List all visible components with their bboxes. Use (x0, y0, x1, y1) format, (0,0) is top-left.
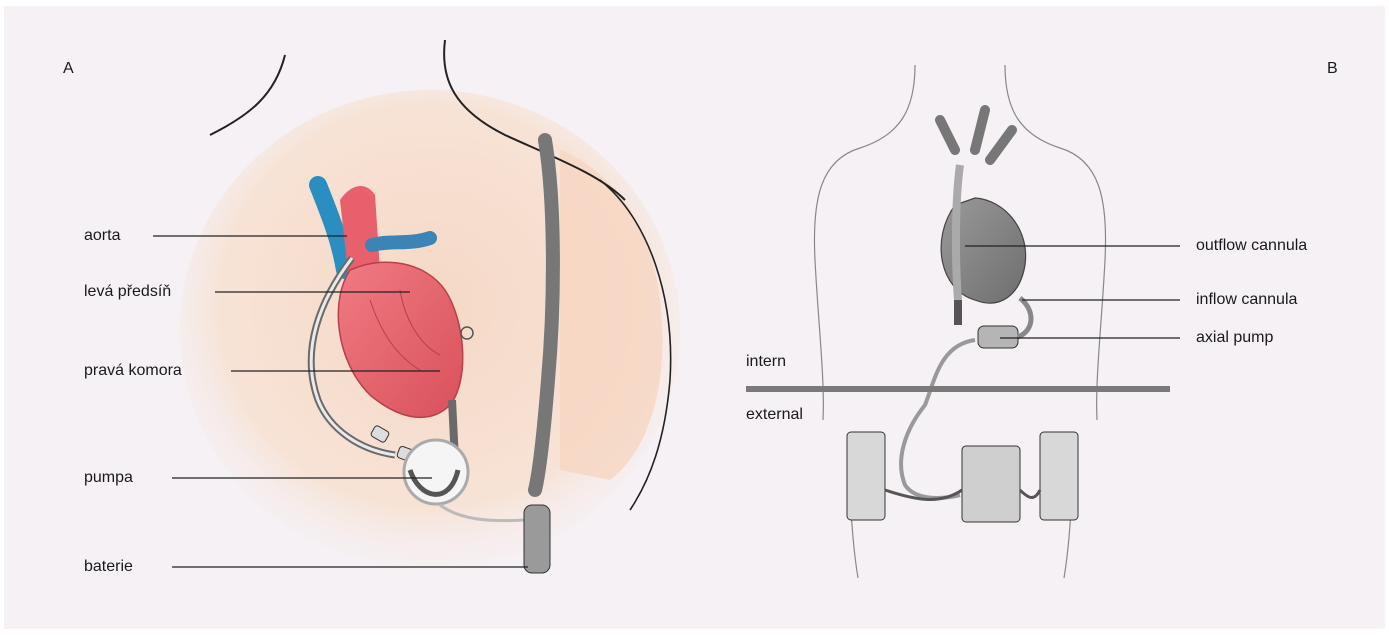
label-inflow-cannula: inflow cannula (1196, 291, 1297, 309)
panel-a-illustration (180, 40, 680, 573)
pulmonary-vessel (372, 238, 430, 245)
neck-outline-left (210, 55, 285, 135)
label-aorta: aorta (84, 227, 120, 245)
label-baterie: baterie (84, 558, 133, 576)
inflow-cannula-tube (1018, 298, 1031, 337)
panel-a-letter: A (63, 60, 74, 78)
label-leva-predsin: levá předsíň (84, 283, 171, 301)
panel-b-illustration (814, 65, 1105, 578)
label-external: external (746, 406, 803, 424)
label-outflow-cannula: outflow cannula (1196, 237, 1307, 255)
label-intern: intern (746, 353, 786, 371)
battery (524, 505, 550, 573)
panel-b-letter: B (1327, 60, 1338, 78)
battery-left (847, 432, 885, 520)
axial-pump-device (978, 326, 1018, 348)
label-pumpa: pumpa (84, 469, 133, 487)
label-prava-komora: pravá komora (84, 362, 182, 380)
controller (962, 446, 1020, 522)
outflow-cannula-tube (956, 165, 960, 300)
torso-outline-left (814, 65, 915, 420)
battery-right (1040, 432, 1078, 520)
great-vessels (940, 110, 1012, 160)
label-axial-pump: axial pump (1196, 329, 1273, 347)
